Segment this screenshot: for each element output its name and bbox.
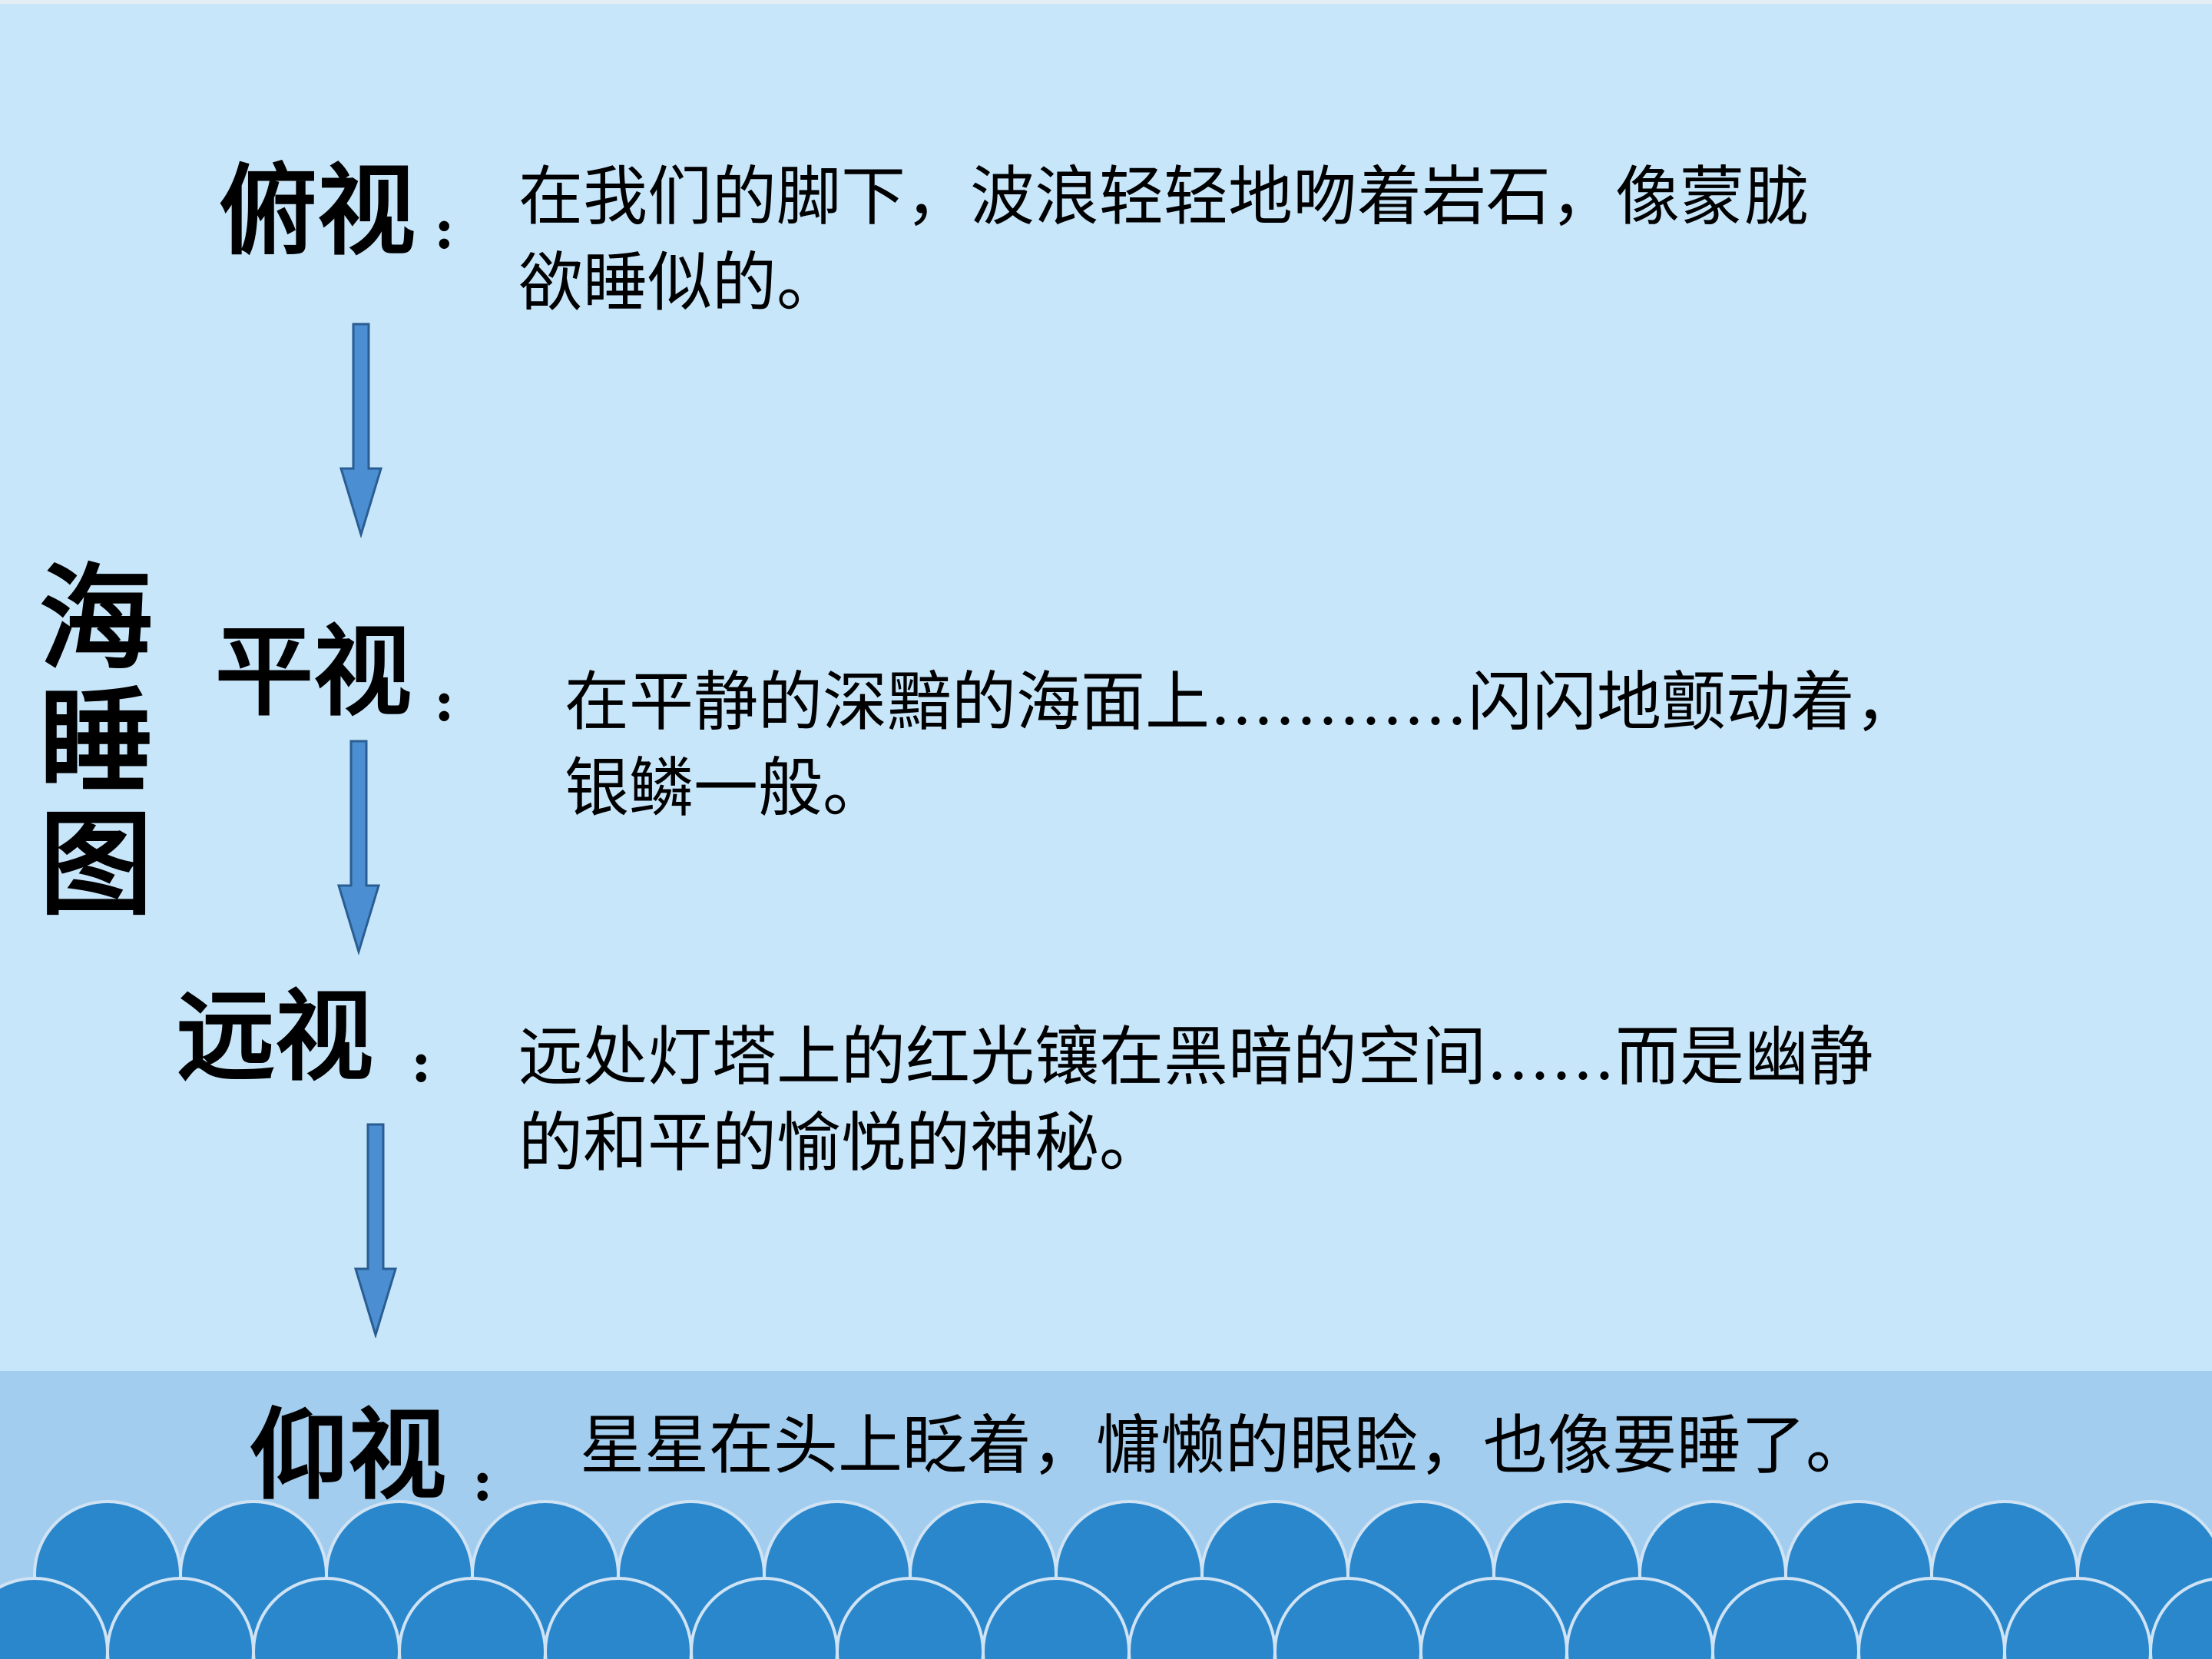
desc-level-line-1: 在平静的深黯的海面上…………闪闪地颤动着， [565,664,1920,740]
label-colon-4: : [472,1448,493,1513]
desc-distant-line-1: 远处灯塔上的红光镶在黑暗的空间……而是幽静 [518,1019,1874,1094]
wave-pattern [0,1500,2212,1659]
desc-upward-line-1: 星星在头上眨着，慵懒的眼睑，也像要睡了。 [580,1408,1871,1483]
label-overhead-view: 俯视 [219,154,416,269]
desc-overhead-line-1: 在我们的脚下，波浪轻轻地吻着岩石，像蒙胧 [518,159,1810,234]
wave-row-bottom [0,1577,2212,1659]
desc-distant-view: 远处灯塔上的红光镶在黑暗的空间……而是幽静 的和平的愉悦的神秘。 [518,1014,1873,1186]
title-char-2: 睡 [39,674,153,808]
vertical-title: 海 睡 图 [31,557,161,926]
label-upward-view: 仰视 [250,1398,447,1513]
label-colon-2: : [434,668,455,733]
label-colon-3: : [411,1029,432,1094]
down-arrow-icon [336,740,381,955]
title-char-1: 海 [39,551,153,685]
label-distant-view: 远视 [177,979,374,1094]
desc-overhead-view: 在我们的脚下，波浪轻轻地吻着岩石，像蒙胧 欲睡似的。 [518,154,1809,326]
desc-overhead-line-2: 欲睡似的。 [518,245,842,320]
top-border [0,0,2212,4]
desc-upward-view: 星星在头上眨着，慵懒的眼睑，也像要睡了。 [580,1402,1870,1488]
label-level-view: 平视 [215,614,412,730]
down-arrow-icon [339,323,383,538]
title-char-3: 图 [39,797,153,931]
desc-distant-line-2: 的和平的愉悦的神秘。 [518,1105,1164,1181]
wave-scallop [2149,1578,2212,1659]
desc-level-view: 在平静的深黯的海面上…………闪闪地颤动着， 银鳞一般。 [565,659,1919,831]
desc-level-line-2: 银鳞一般。 [565,750,888,826]
label-colon-1: : [434,196,455,261]
down-arrow-icon [353,1123,398,1338]
